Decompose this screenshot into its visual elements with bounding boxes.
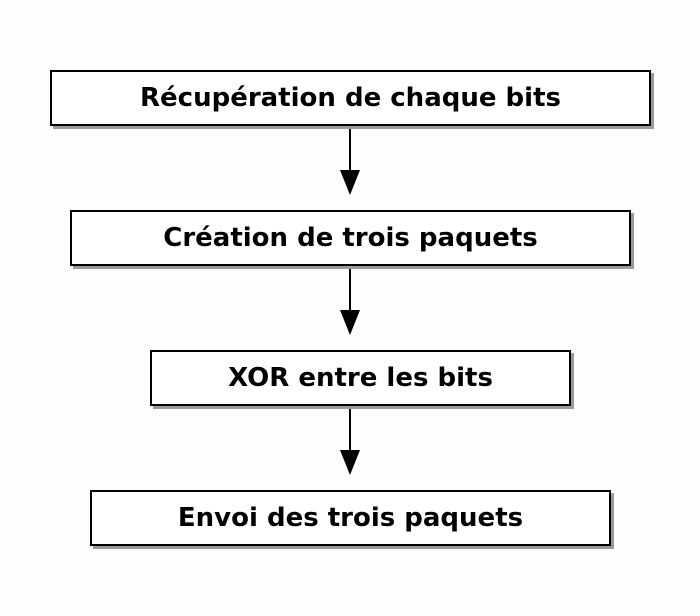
arrow-1-to-2 <box>340 127 360 195</box>
arrow-3-to-4 <box>340 407 360 475</box>
step-box-creation-paquets: Création de trois paquets <box>70 210 631 266</box>
step-label-recuperation: Récupération de chaque bits <box>140 83 561 113</box>
step-box-recuperation: Récupération de chaque bits <box>50 70 651 126</box>
step-label-xor: XOR entre les bits <box>228 363 493 393</box>
step-box-envoi-paquets: Envoi des trois paquets <box>90 490 611 546</box>
step-label-creation-paquets: Création de trois paquets <box>163 223 538 253</box>
arrow-2-to-3 <box>340 267 360 335</box>
step-label-envoi-paquets: Envoi des trois paquets <box>177 503 524 533</box>
step-box-xor: XOR entre les bits <box>150 350 571 406</box>
